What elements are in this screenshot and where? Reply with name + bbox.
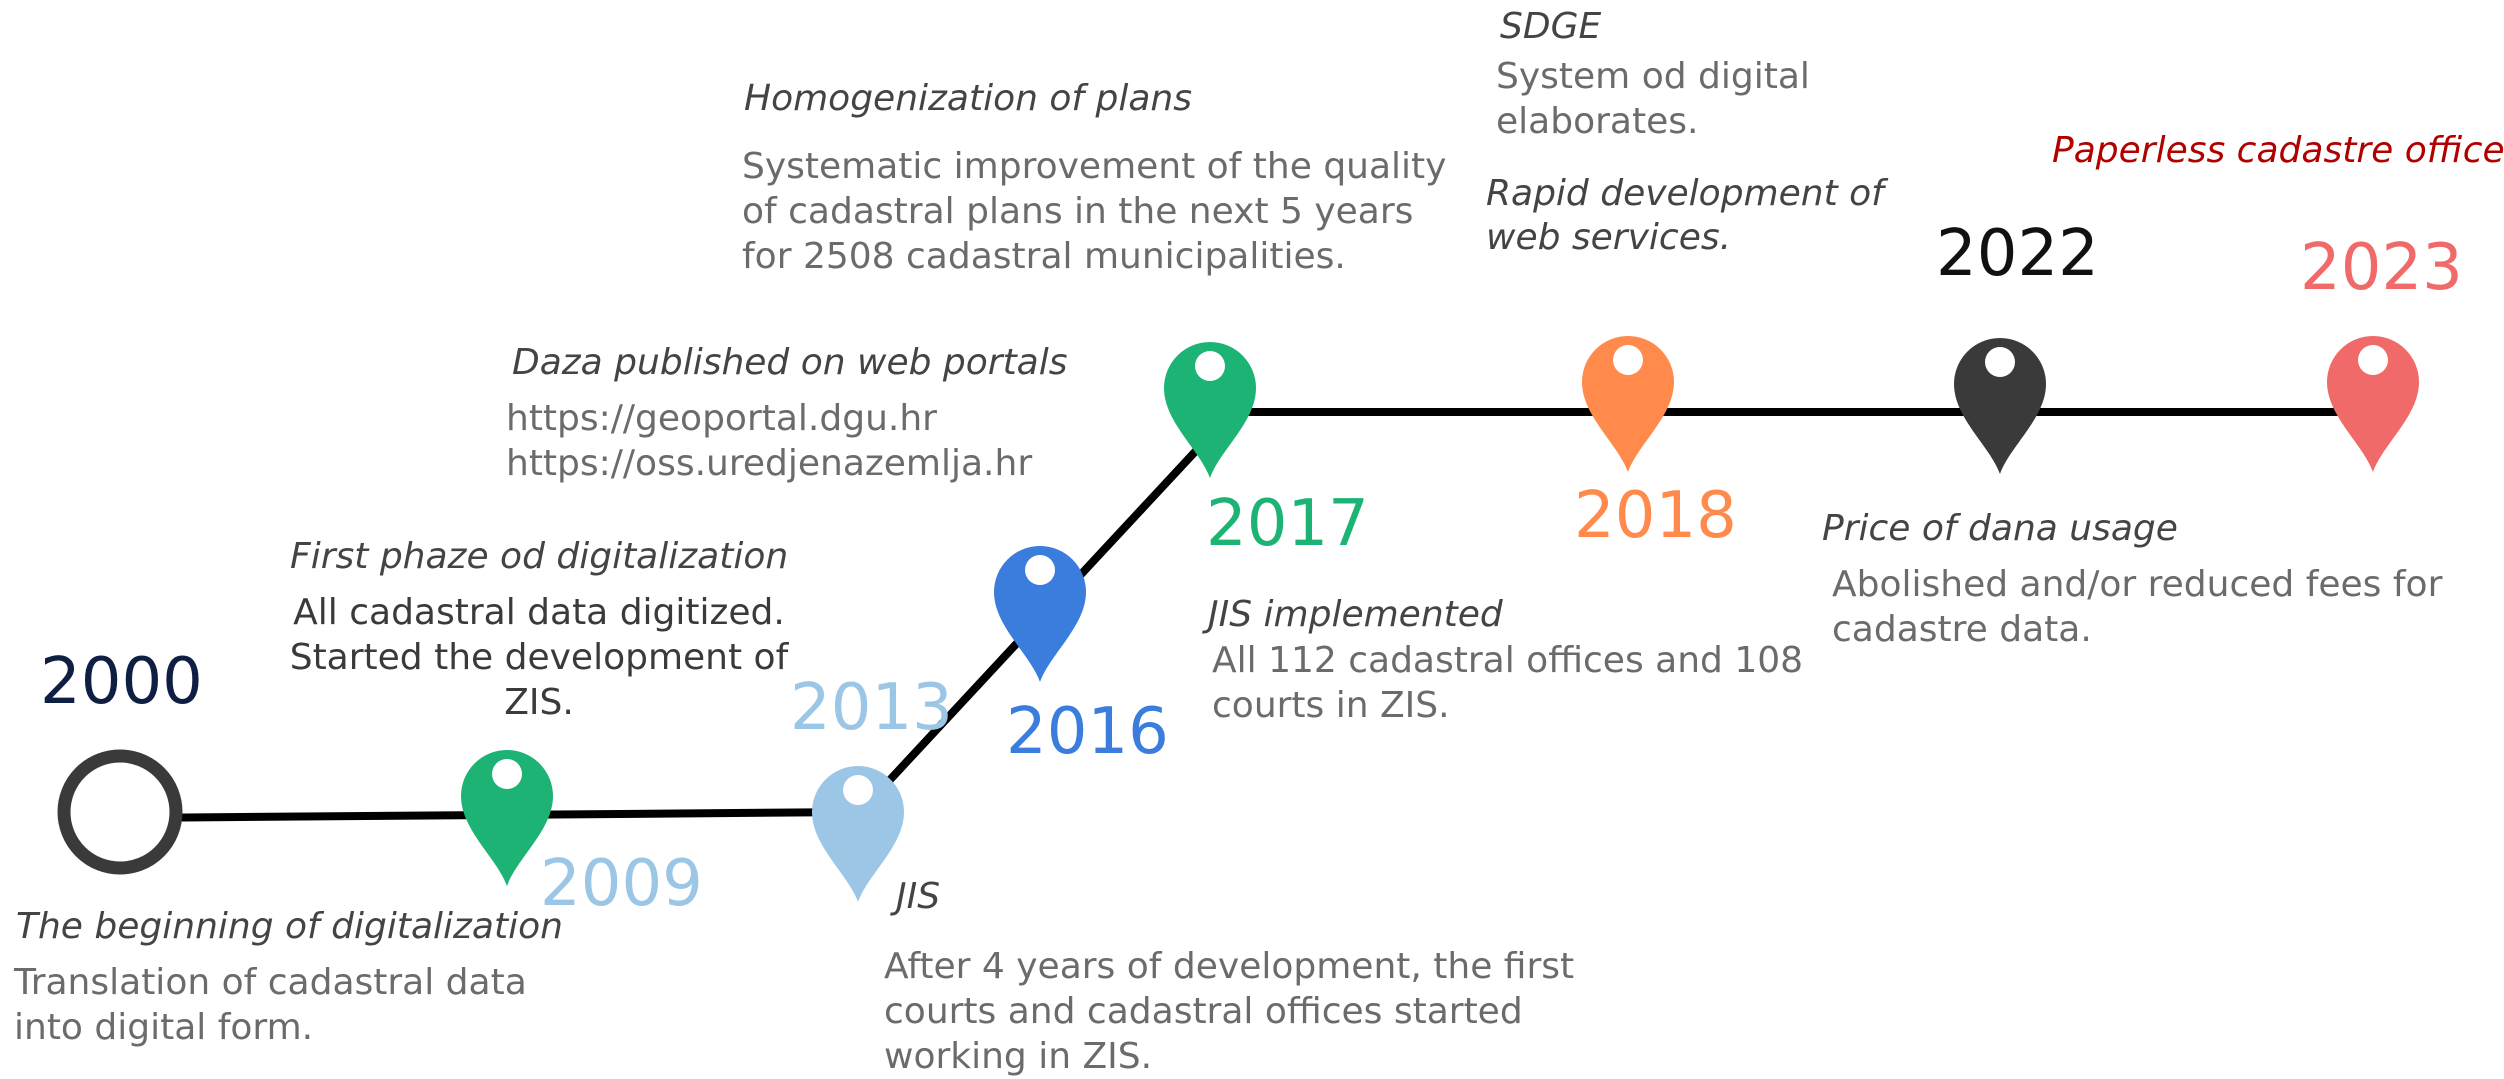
homogenization-desc: Systematic improvement of the quality of… [742,146,1447,277]
year-2009-label: 2009 [540,847,703,921]
jis-implemented-title: JIS implemented [1208,594,1503,635]
start-ring [57,749,183,875]
jis-implemented-desc: All 112 cadastral offices and 108 courts… [1212,640,1804,726]
pin-2017-icon [1164,342,1256,478]
price-desc: Abolished and/or reduced fees for cadast… [1832,564,2443,650]
pin-2018-icon [1582,336,1674,472]
beginning-title: The beginning of digitalization [16,906,563,947]
beginning-desc: Translation of cadastral data into digit… [14,962,527,1048]
year-2013-label: 2013 [790,671,953,745]
first-phase-title: First phaze od digitalization [290,536,789,577]
pin-2013-icon [812,766,904,902]
year-2016-label: 2016 [1006,695,1169,769]
sdge-desc: System od digital elaborates. [1496,56,1810,142]
first-phase-desc: All cadastral data digitized. Started th… [289,592,789,723]
published-title: Daza published on web portals [512,342,1068,383]
year-2022-label: 2022 [1936,217,2099,291]
rapid-title: Rapid development of web services. [1486,173,1884,258]
year-2018-label: 2018 [1574,479,1737,553]
year-2017-label: 2017 [1206,487,1369,561]
homogenization-title: Homogenization of plans [744,78,1192,119]
jis-desc: After 4 years of development, the first … [884,946,1575,1077]
price-title: Price of dana usage [1822,508,2178,549]
year-2023-label: 2023 [2300,231,2463,305]
pin-2022-icon [1954,338,2046,474]
pin-2016-icon [994,546,1086,682]
pin-2023-icon [2327,336,2419,472]
sdge-title: SDGE [1500,6,1602,47]
jis-title: JIS [896,876,941,917]
pin-2009-icon [461,750,553,886]
paperless-title: Paperless cadastre office [2052,130,2504,171]
year-2000-label: 2000 [40,645,203,719]
published-desc: https://geoportal.dgu.hr https://oss.ure… [506,398,1033,484]
